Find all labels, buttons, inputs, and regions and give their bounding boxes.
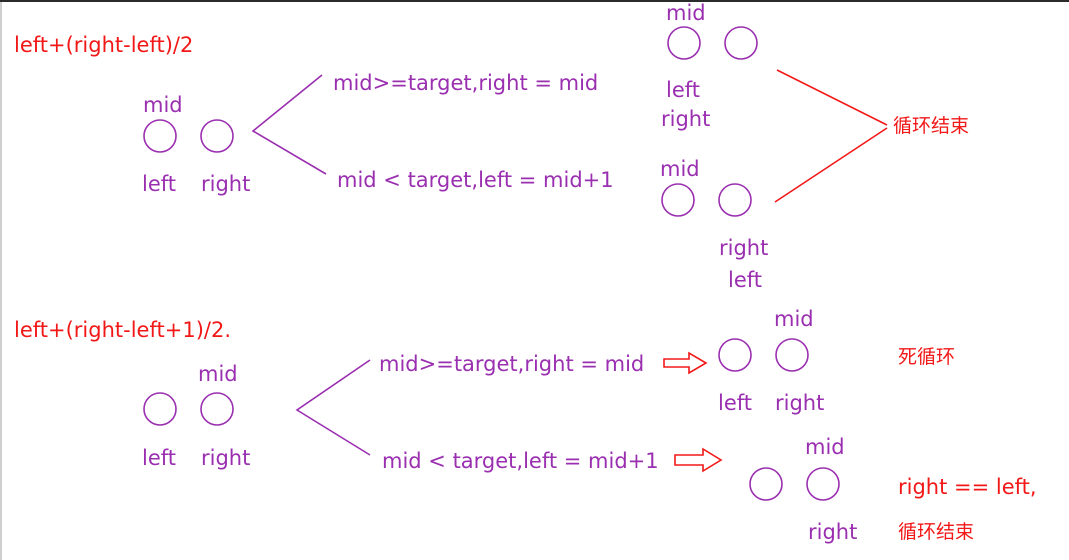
s2-lt-left-circle [749,467,783,501]
s2-ge-right-circle [775,338,809,372]
s2-branch-lines [295,359,371,456]
s1-start-right-circle [200,119,234,153]
s1-branch-lines [251,74,327,175]
window-top-border [0,0,1069,2]
s1-branch-lt-label: mid < target,left = mid+1 [337,168,614,192]
s2-lt-mid-label: mid [805,435,845,459]
s1-lt-left-label: left [728,268,763,292]
s1-red-line-bottom [774,127,888,203]
s1-lt-mid-label: mid [660,157,700,181]
s2-start-right-circle [200,392,234,426]
s1-formula: left+(right-left)/2 [14,33,194,57]
s2-ge-left-label: left [718,391,753,415]
s1-conclusion: 循环结束 [893,115,970,137]
s2-conclusion: 循环结束 [898,521,975,543]
s2-branch-ge-label: mid>=target,right = mid [379,352,645,376]
s2-lt-right-circle [806,467,840,501]
window-left-border [0,2,2,560]
s1-start-mid-label: mid [143,93,183,117]
s2-ge-arrow [663,351,708,375]
s2-start-mid-label: mid [198,362,238,386]
s2-start-right-label: right [201,446,251,470]
s2-lt-arrow [674,447,723,473]
s1-ge-left-label: left [666,78,701,102]
s2-formula: left+(right-left+1)/2. [14,318,231,342]
s1-branch-ge-label: mid>=target,right = mid [333,71,599,95]
s1-start-right-label: right [201,172,251,196]
s1-ge-right-circle [724,26,758,60]
s2-deadloop-label: 死循环 [898,346,956,368]
s1-start-left-circle [143,119,177,153]
s2-lt-right-label: right [808,520,858,544]
s2-equal-condition: right == left, [898,475,1037,499]
s1-ge-right-label: right [661,107,711,131]
s1-ge-left-circle [667,26,701,60]
s1-lt-right-circle [718,183,752,217]
s1-ge-mid-label: mid [666,1,706,25]
s2-start-left-label: left [142,446,177,470]
s2-ge-left-circle [718,338,752,372]
s2-ge-mid-label: mid [774,307,814,331]
s2-ge-right-label: right [775,391,825,415]
s2-start-left-circle [143,392,177,426]
s1-red-line-top [776,69,888,126]
s1-lt-right-label: right [719,236,769,260]
s2-branch-lt-label: mid < target,left = mid+1 [382,449,659,473]
s1-start-left-label: left [142,172,177,196]
s1-lt-left-circle [661,183,695,217]
